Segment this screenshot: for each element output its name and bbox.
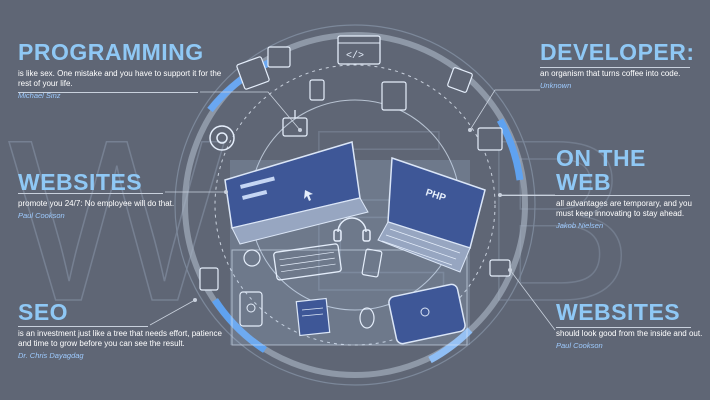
quote-body: is like sex. One mistake and you have to… — [18, 69, 222, 88]
notebook-icon — [295, 297, 331, 337]
quote-body: an organism that turns coffee into code. — [540, 69, 681, 78]
laptop-right: PHP — [377, 156, 486, 273]
document-icon — [199, 267, 219, 291]
quote-body: all advantages are temporary, and you mu… — [556, 199, 692, 218]
quote-heading: WEBSITES — [556, 299, 681, 325]
quote-author: Michael Sinz — [18, 91, 61, 100]
quote-author: Dr. Chris Dayagdag — [18, 351, 84, 360]
quote-author: Unknown — [540, 81, 572, 90]
divider — [18, 92, 198, 93]
quote-heading: PROGRAMMING — [18, 39, 204, 65]
data-icon — [447, 67, 473, 93]
quote-heading: DEVELOPER: — [540, 39, 695, 65]
quote-heading: SEO — [18, 299, 69, 325]
quote-developer: DEVELOPER: an organism that turns coffee… — [540, 40, 710, 90]
quote-on-the-web: ON THE WEB all advantages are temporary,… — [556, 146, 706, 230]
mouse-icon — [359, 307, 375, 329]
keyboard-icon — [273, 243, 342, 281]
laptop-left — [224, 141, 369, 245]
phone-small-icon — [239, 291, 263, 327]
quote-websites-left: WEBSITES promote you 24/7: No employee w… — [18, 170, 233, 220]
blue-arc-bottom-left — [212, 298, 267, 353]
image-icon — [236, 56, 270, 90]
code-window-icon: </> — [337, 35, 381, 65]
quote-author: Paul Cookson — [556, 341, 603, 350]
quote-body: promote you 24/7: No employee will do th… — [18, 199, 175, 208]
divider — [18, 326, 148, 327]
quote-author: Paul Cookson — [18, 211, 65, 220]
mug-icon — [243, 249, 261, 267]
quote-heading-line1: ON THE — [556, 145, 646, 171]
svg-text:</>: </> — [346, 50, 364, 62]
video-icon — [489, 259, 511, 277]
outer-ring — [174, 24, 536, 386]
chart-icon — [477, 127, 503, 151]
tablet-icon — [388, 283, 466, 345]
quote-body: should look good from the inside and out… — [556, 329, 703, 338]
mid-ring — [182, 32, 528, 378]
quote-seo: SEO is an investment just like a tree th… — [18, 300, 233, 360]
server-icon — [381, 81, 407, 111]
phone-icon — [361, 248, 383, 278]
quote-heading-line2: WEB — [556, 169, 612, 195]
quote-websites-right: WEBSITES should look good from the insid… — [556, 300, 706, 350]
headphones-icon — [333, 217, 371, 242]
robot-icon — [282, 110, 308, 137]
browser-icon — [267, 46, 291, 68]
quote-author: Jakob Nielsen — [556, 221, 604, 230]
blue-arc-right — [496, 118, 524, 181]
blue-arc-bottom-right — [428, 327, 473, 364]
divider — [500, 195, 690, 196]
quote-heading: WEBSITES — [18, 169, 143, 195]
quote-programming: PROGRAMMING is like sex. One mistake and… — [18, 40, 233, 100]
divider — [18, 193, 163, 194]
divider — [540, 67, 690, 68]
cup-icon — [309, 79, 325, 101]
divider — [556, 327, 691, 328]
gear-icon — [209, 125, 235, 151]
quote-body: is an investment just like a tree that n… — [18, 329, 222, 348]
